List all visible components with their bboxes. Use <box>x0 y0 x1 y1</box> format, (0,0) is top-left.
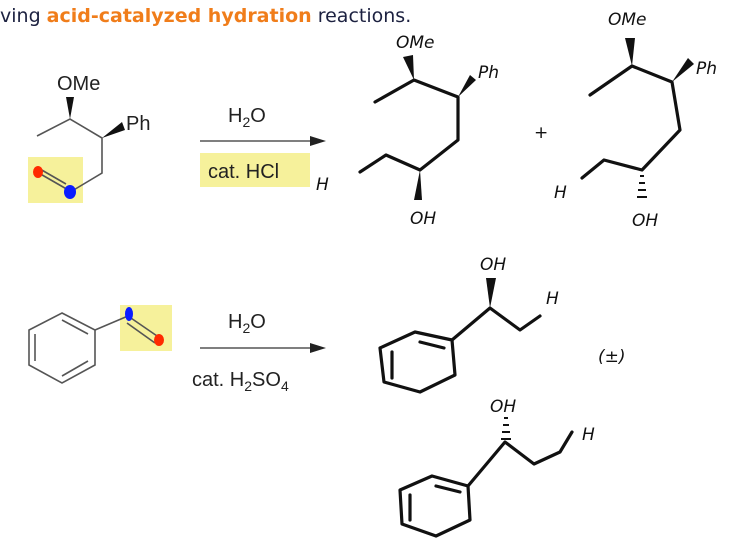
plus-sign: + <box>534 123 548 143</box>
oh-label: OH <box>632 211 658 231</box>
reaction1-product-a: OMe Ph H OH <box>316 33 499 229</box>
arrowhead-icon <box>310 343 326 353</box>
highlight <box>200 153 310 187</box>
slide-heading: ving acid-catalyzed hydration reactions. <box>0 5 411 27</box>
reagent-catalyst: cat. HCl <box>208 161 279 183</box>
arrowhead-icon <box>310 136 326 146</box>
reaction1-product-b: OMe Ph H OH <box>554 10 717 231</box>
reagent-water: H2O <box>228 311 266 336</box>
h-label: H <box>554 183 567 203</box>
ph-label: Ph <box>126 113 150 135</box>
h-label: H <box>546 289 559 309</box>
reagent-catalyst: cat. H2SO4 <box>192 369 289 394</box>
h-label: H <box>582 425 595 445</box>
ome-label: OMe <box>57 73 100 95</box>
reaction2-arrow: H2O cat. H2SO4 <box>192 311 326 394</box>
reaction2-product-b: OH H <box>398 397 595 538</box>
blue-dot <box>125 307 133 321</box>
red-dot <box>154 334 164 346</box>
ome-label: OMe <box>608 10 647 30</box>
h-label: H <box>316 175 329 195</box>
racemic-label: (±) <box>598 347 626 367</box>
ph-label: Ph <box>696 59 717 79</box>
reagent-water: H2O <box>228 105 266 130</box>
reaction1-substrate: OMe Ph <box>28 73 310 203</box>
reaction2-product-a: OH H <box>378 255 559 394</box>
blue-dot <box>64 185 76 199</box>
ph-label: Ph <box>478 63 499 83</box>
reaction1-arrow: H2O cat. HCl <box>200 105 326 183</box>
oh-label: OH <box>410 209 436 229</box>
red-dot <box>33 166 43 178</box>
reaction2-substrate <box>28 305 172 384</box>
oh-label: OH <box>490 397 516 417</box>
ome-label: OMe <box>396 33 435 53</box>
oh-label: OH <box>480 255 506 275</box>
